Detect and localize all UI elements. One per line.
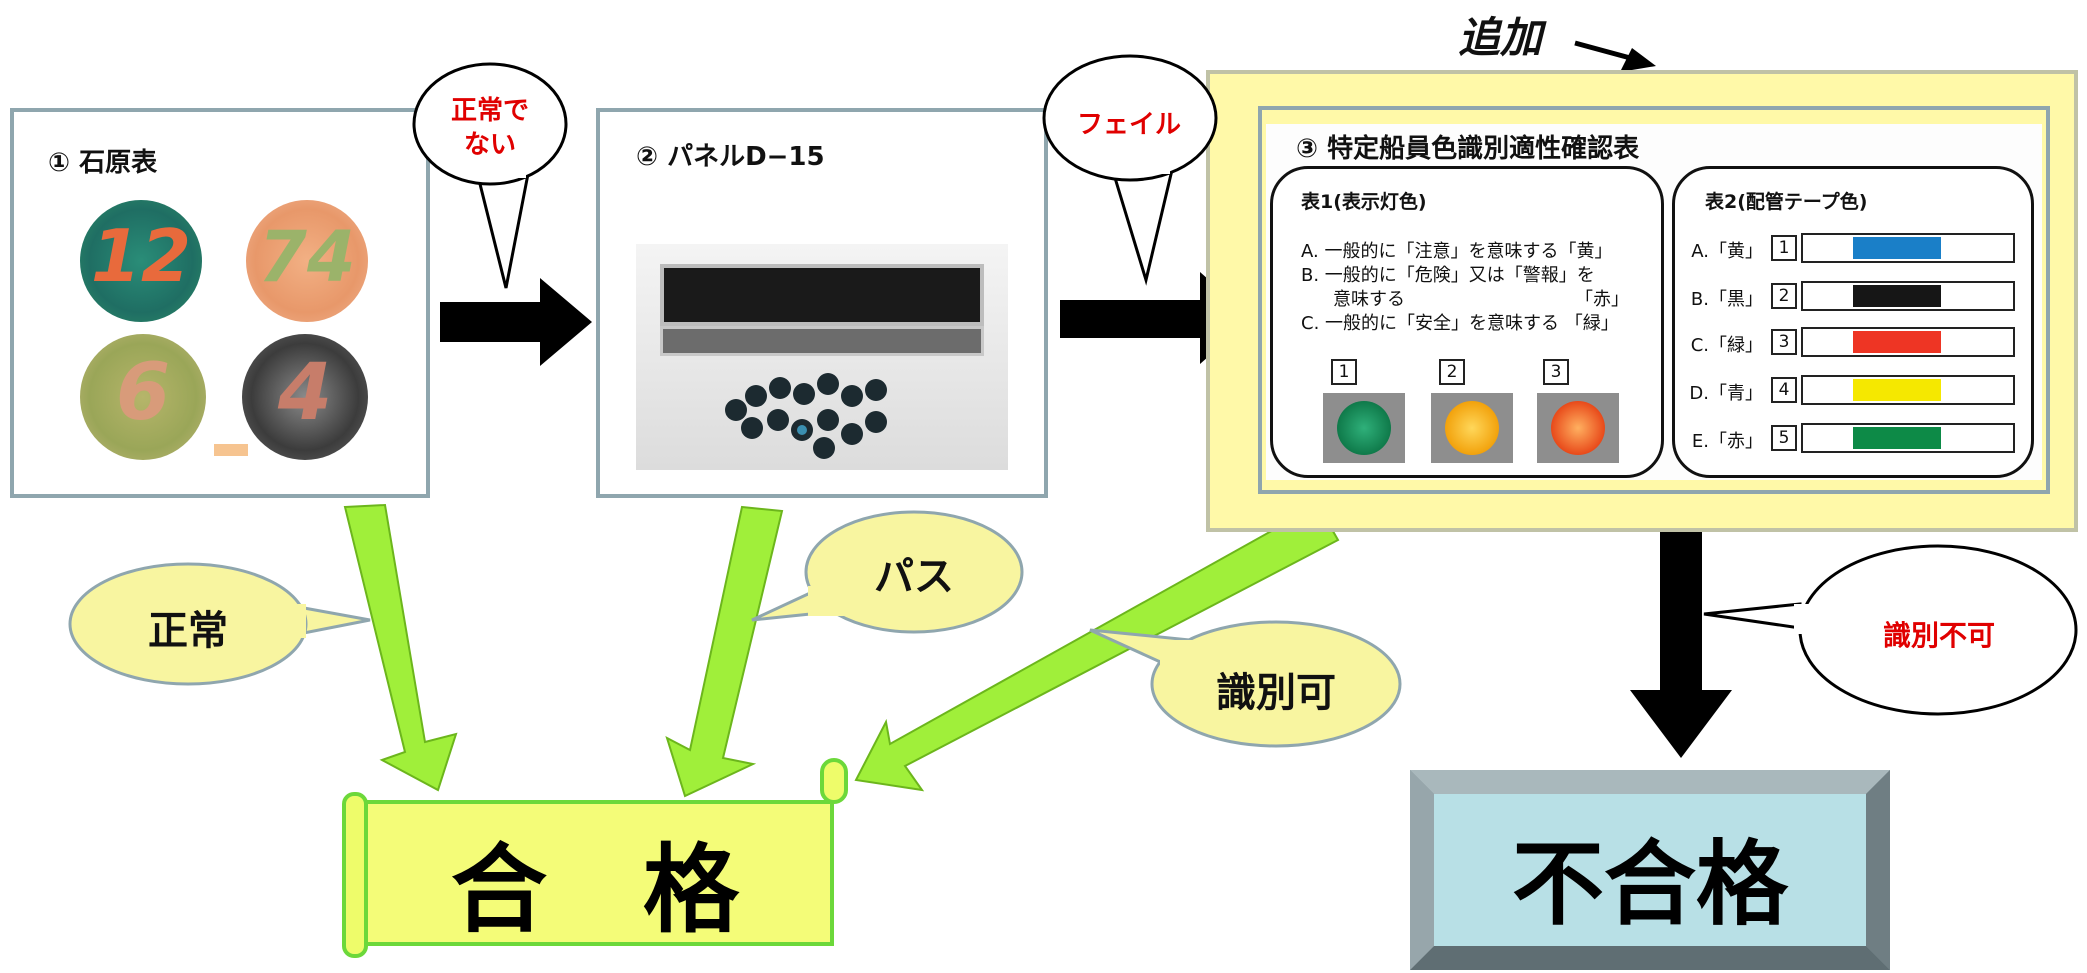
tape-number-5: 5 (1771, 425, 1797, 451)
lamp-green (1323, 393, 1405, 463)
callout-fail-shape (1109, 166, 1174, 286)
callout-pass-text: パス (874, 554, 954, 600)
table2-card: 表2(配管テープ色) A.「黄」 1 B.「黒」 2 C.「緑」 3 D.「青」… (1672, 166, 2034, 478)
green-arrow-3 (854, 503, 1340, 792)
pass-scroll-roll-left (342, 792, 368, 958)
panel-d15: ② パネルD−15 (596, 108, 1048, 498)
black-arrow-2 (1060, 272, 1252, 364)
black-arrow-down (1630, 510, 1732, 758)
lamp-number-1: 1 (1331, 359, 1357, 385)
ishihara-plate-3: 6 (80, 334, 206, 460)
tape-number-3: 3 (1771, 329, 1797, 355)
tape-row-label-c: C.「緑」 (1690, 335, 1763, 356)
d15-case-lid (660, 264, 984, 326)
d15-caps (725, 373, 887, 459)
ishihara-panel: ① 石原表 12 74 6 4 (10, 108, 430, 498)
table1-line-a: A. 一般的に「注意」を意味する「黄」 (1301, 241, 1613, 262)
pass-result-text: 合 格 (451, 834, 739, 946)
tape-number-4: 4 (1771, 377, 1797, 403)
callout-not-normal-line1: 正常で (450, 96, 529, 126)
callout-not-normal-line2: ない (463, 130, 516, 160)
table1-card: 表1(表示灯色) A. 一般的に「注意」を意味する「黄」 B. 一般的に「危険」… (1270, 166, 1664, 478)
table1-line-b2: 意味する (1333, 289, 1405, 310)
tape-bar-3 (1801, 327, 2015, 357)
color-check-title: ③ 特定船員色識別適性確認表 (1296, 134, 1640, 164)
tape-bar-1 (1801, 233, 2015, 263)
callout-fail-text: フェイル (1076, 110, 1181, 140)
fail-bevel (1410, 770, 1890, 970)
tape-number-2: 2 (1771, 283, 1797, 309)
fail-result-text: 不合格 (1511, 831, 1788, 938)
black-arrow-1 (440, 278, 592, 366)
tape-row-label-e: E.「赤」 (1691, 431, 1763, 452)
tape-row-label-a: A.「黄」 (1691, 241, 1763, 262)
green-arrow-1 (343, 503, 458, 792)
table1-line-b3: 「赤」 (1575, 289, 1629, 310)
tape-row-label-d: D.「青」 (1689, 383, 1763, 404)
tape-row-label-b: B.「黒」 (1690, 289, 1763, 310)
added-label: 追加 (1458, 13, 1543, 62)
color-check-panel: ③ 特定船員色識別適性確認表 表1(表示灯色) A. 一般的に「注意」を意味する… (1258, 106, 2050, 494)
table2-title: 表2(配管テープ色) (1705, 191, 1868, 213)
ishihara-plate-1: 12 (80, 200, 202, 322)
pass-result: 合 格 (342, 758, 850, 958)
table1-title: 表1(表示灯色) (1301, 191, 1427, 213)
ishihara-title: ① 石原表 (48, 148, 158, 178)
callout-identifiable-text: 識別可 (1216, 670, 1336, 716)
tape-number-1: 1 (1771, 235, 1797, 261)
ishihara-swatch (214, 444, 248, 456)
pass-scroll-roll-right (820, 758, 848, 804)
green-arrow-2 (665, 505, 784, 798)
callout-not-identifiable-text: 識別不可 (1882, 619, 1995, 652)
tape-bar-5 (1801, 423, 2015, 453)
tape-bar-2 (1801, 281, 2015, 311)
callout-not-identifiable-shape (1703, 602, 1802, 630)
ishihara-plate-2: 74 (246, 200, 368, 322)
fail-result: 不合格 (1410, 770, 1890, 970)
ishihara-plate-4: 4 (242, 334, 368, 460)
table1-line-c: C. 一般的に「安全」を意味する 「緑」 (1301, 313, 1619, 334)
panel-d15-title: ② パネルD−15 (636, 142, 825, 172)
d15-case-tray (660, 326, 984, 356)
callout-normal-text: 正常 (148, 608, 228, 654)
callout-not-normal-shape (476, 172, 530, 289)
tape-bar-4 (1801, 375, 2015, 405)
table1-line-b: B. 一般的に「危険」又は「警報」を (1301, 265, 1595, 286)
lamp-yellow (1431, 393, 1513, 463)
lamp-number-3: 3 (1543, 359, 1569, 385)
lamp-number-2: 2 (1439, 359, 1465, 385)
panel-d15-photo (636, 244, 1008, 470)
lamp-red (1537, 393, 1619, 463)
